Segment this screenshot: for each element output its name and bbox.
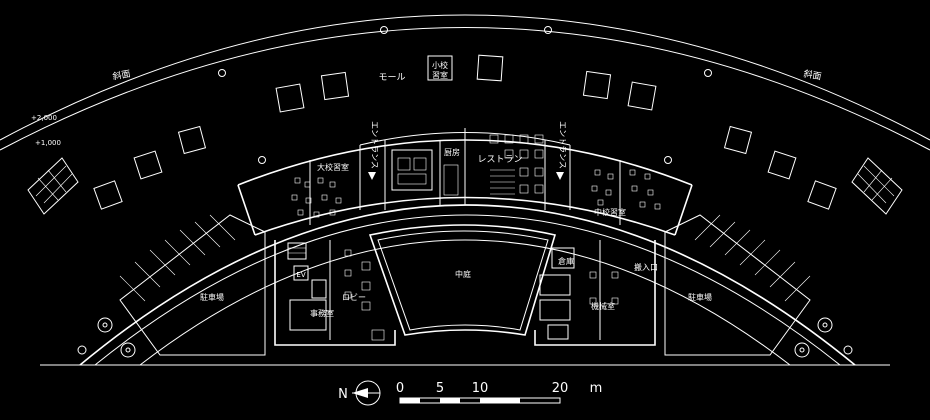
service-rooms	[287, 242, 619, 341]
label-medium-hall: 中校習室	[594, 207, 626, 217]
label-parking-left: 駐車場	[200, 292, 224, 302]
label-small-hall-2: 習室	[432, 70, 448, 80]
building-outline	[237, 128, 693, 346]
label-storage: 倉庫	[558, 256, 574, 266]
label-lobby: ロビー	[342, 293, 366, 302]
label-office: 事務室	[310, 308, 334, 318]
site-circles	[77, 26, 853, 358]
label-ev: EV	[296, 271, 305, 279]
label-large-hall: 大校習室	[317, 162, 349, 172]
label-entrance-left: エントランス	[370, 121, 379, 169]
label-entrance-right: エントランス	[558, 121, 567, 169]
label-loading: 搬入口	[634, 262, 658, 272]
slope-ramp-left	[27, 157, 79, 215]
parking-stalls-left	[119, 214, 266, 356]
label-kitchen: 厨房	[444, 147, 460, 157]
label-elev-plus1: +1,000	[35, 139, 61, 147]
site-arcs	[0, 14, 930, 366]
label-elev-plus2: +2,000	[31, 114, 57, 122]
scale-tick-20: 20	[552, 381, 569, 396]
label-small-hall-1: 小校	[432, 60, 448, 70]
north-label: N	[338, 387, 348, 402]
north-arrow: N	[338, 380, 381, 406]
scale-tick-5: 5	[436, 381, 444, 396]
label-restaurant: レストラン	[477, 154, 522, 165]
label-parking-right: 駐車場	[688, 292, 712, 302]
restaurant-seating	[489, 134, 544, 195]
mall-booths	[93, 54, 837, 210]
slope-ramp-right	[851, 157, 903, 215]
kitchen-fixtures	[391, 149, 459, 196]
hall-seating	[291, 169, 661, 218]
label-slope-left: 斜面	[112, 68, 132, 83]
scale-tick-0: 0	[396, 381, 404, 396]
label-machine-room: 機械室	[591, 301, 615, 311]
parking-stalls-right	[664, 214, 811, 356]
scale-tick-10: 10	[472, 381, 489, 396]
entrance-arrows	[368, 172, 564, 180]
label-mall: モール	[378, 73, 405, 83]
room-labels: 斜面 斜面 モール 小校 習室 +2,000 +1,000 エントランス エント…	[31, 60, 822, 318]
label-courtyard: 中庭	[455, 269, 471, 279]
scale-bar: 0 5 10 20 m	[396, 381, 603, 404]
label-slope-right: 斜面	[803, 68, 823, 83]
scale-unit: m	[590, 381, 603, 396]
